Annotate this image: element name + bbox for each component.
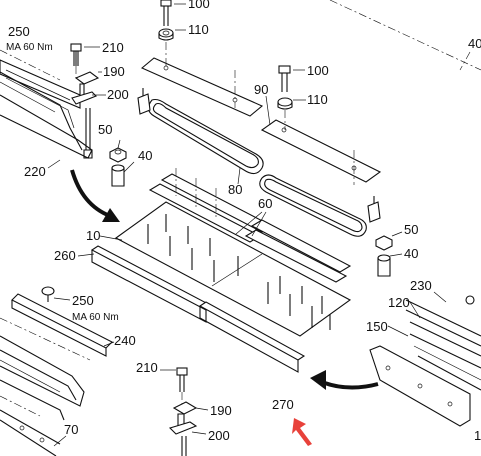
- label-220: 220: [24, 164, 46, 179]
- label-1: 1: [474, 428, 481, 443]
- label-50-left: 50: [98, 122, 112, 137]
- label-260: 260: [54, 248, 76, 263]
- label-230: 230: [410, 278, 432, 293]
- label-110-right: 110: [307, 92, 328, 107]
- part-110-washer-right: [277, 97, 306, 110]
- red-pointer-arrow: [292, 418, 312, 446]
- assembly-arrow-left: [70, 169, 120, 222]
- part-90-plate: [260, 95, 382, 183]
- label-110-top: 110: [188, 22, 209, 37]
- label-100-top: 100: [188, 0, 210, 11]
- label-90: 90: [254, 82, 268, 97]
- label-60: 60: [258, 196, 272, 211]
- part-270-side-strip: [198, 301, 306, 373]
- label-150: 150: [366, 319, 388, 334]
- part-studs: [147, 214, 331, 330]
- part-190-bracket-lower: [168, 401, 209, 435]
- assembly-arrow-right: [310, 370, 379, 390]
- part-pin-block-right: [367, 196, 381, 223]
- label-190-lower: 190: [210, 403, 232, 418]
- label-70: 70: [64, 422, 78, 437]
- leader-lines: [47, 159, 447, 447]
- part-top-plate: [140, 57, 264, 117]
- label-190-top: 190: [103, 64, 125, 79]
- label-210-lower: 210: [136, 360, 158, 375]
- part-190-bracket-upper: [71, 71, 106, 105]
- part-100-bolt-right: [278, 65, 305, 92]
- part-40-spacer-left: [111, 161, 135, 187]
- label-80: 80: [228, 182, 242, 197]
- label-200-top: 200: [107, 87, 129, 102]
- label-200-lower: 200: [208, 428, 230, 443]
- label-210-top: 210: [102, 40, 124, 55]
- part-250-bolt-lower: [41, 286, 71, 302]
- part-pin-lower: [181, 436, 187, 456]
- label-40-topright: 40: [468, 36, 481, 51]
- part-240-strip: [11, 293, 113, 357]
- part-210-bolt-lower: [160, 367, 188, 392]
- part-80-seal-upper: [147, 98, 264, 175]
- label-torque-top: MA 60 Nm: [6, 42, 53, 53]
- label-10: 10: [86, 228, 100, 243]
- part-100-bolt-top: [160, 0, 186, 26]
- part-210-bolt-upper: [70, 43, 100, 66]
- part-110-washer-top: [158, 28, 186, 41]
- part-50-nut-right: [375, 231, 403, 251]
- part-150-mount-bracket: [369, 345, 471, 427]
- label-torque-lower: MA 60 Nm: [72, 312, 119, 323]
- part-pin-upper: [83, 108, 93, 159]
- part-40-spacer-right: [377, 253, 403, 277]
- label-270: 270: [272, 397, 294, 412]
- part-60-clamp-bars: [148, 173, 352, 283]
- part-50-nut-left: [109, 139, 127, 163]
- label-250-lower: 250: [72, 293, 94, 308]
- part-220-upper-guard: [0, 59, 93, 159]
- label-240: 240: [114, 333, 136, 348]
- label-250-top: 250: [8, 24, 30, 39]
- label-100-right: 100: [307, 63, 329, 78]
- part-80-seal-right: [259, 174, 367, 237]
- part-230-right-guard: [405, 295, 481, 391]
- label-40-left: 40: [138, 148, 152, 163]
- label-120: 120: [388, 295, 410, 310]
- part-10-base-plate: [114, 201, 352, 337]
- label-40-right: 40: [404, 246, 418, 261]
- label-50-right: 50: [404, 222, 418, 237]
- part-pin-block: [137, 88, 151, 115]
- part-lower-guard: [0, 335, 85, 456]
